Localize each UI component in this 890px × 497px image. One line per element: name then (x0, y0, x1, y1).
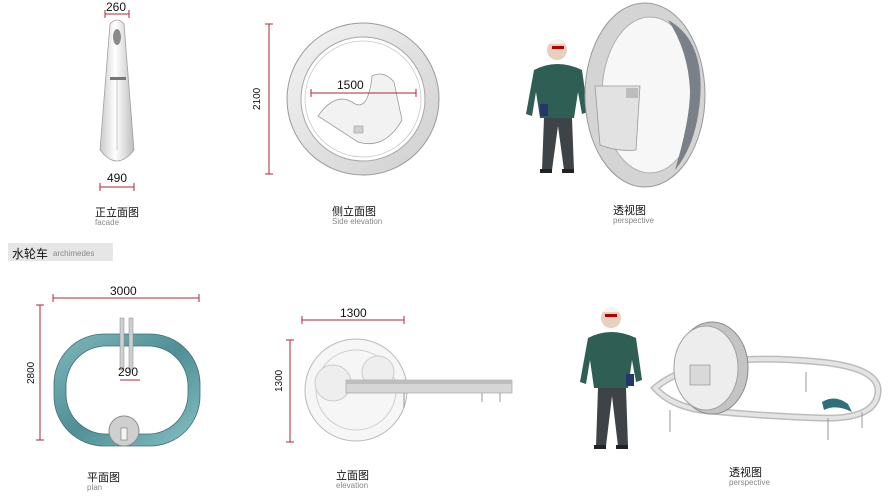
plan-drawing (36, 294, 201, 447)
dim-side-width: 1500 (337, 78, 364, 92)
dim-facade-bottom: 490 (107, 171, 128, 185)
person-figure (526, 39, 588, 173)
caption-plan-cn: 平面图 (87, 471, 120, 484)
perspective-bottom-drawing (580, 307, 882, 449)
section-title-band: 水轮车 archimedes (8, 243, 113, 261)
perspective-top-drawing (526, 2, 706, 188)
caption-side-cn: 侧立面图 (332, 205, 376, 218)
dim-plan-height: 2800 (26, 361, 37, 384)
caption-persp2-en: perspective (729, 478, 770, 487)
caption-facade-cn: 正立面图 (95, 206, 139, 219)
dim-plan-width: 3000 (110, 284, 137, 298)
side-elevation-drawing (265, 22, 440, 176)
dim-side-height: 2100 (252, 87, 263, 110)
caption-side-en: Side elevation (332, 217, 383, 226)
dim-elev-width: 1300 (340, 306, 367, 320)
dim-plan-inner: 290 (118, 365, 139, 379)
caption-facade-en: facade (95, 218, 120, 227)
caption-persp2-cn: 透视图 (729, 466, 762, 479)
section-title-cn: 水轮车 (12, 247, 49, 261)
section-title-en: archimedes (53, 249, 95, 258)
dim-facade-top: 260 (106, 0, 127, 14)
caption-plan-en: plan (87, 483, 103, 492)
person-figure-2 (580, 307, 642, 449)
caption-persp-cn: 透视图 (613, 204, 646, 217)
elevation-drawing (286, 316, 513, 443)
caption-persp-en: perspective (613, 216, 654, 225)
caption-elev-en: elevation (336, 481, 369, 490)
caption-elev-cn: 立面图 (336, 469, 369, 482)
facade-drawing (99, 10, 135, 191)
dim-elev-height: 1300 (274, 369, 285, 392)
